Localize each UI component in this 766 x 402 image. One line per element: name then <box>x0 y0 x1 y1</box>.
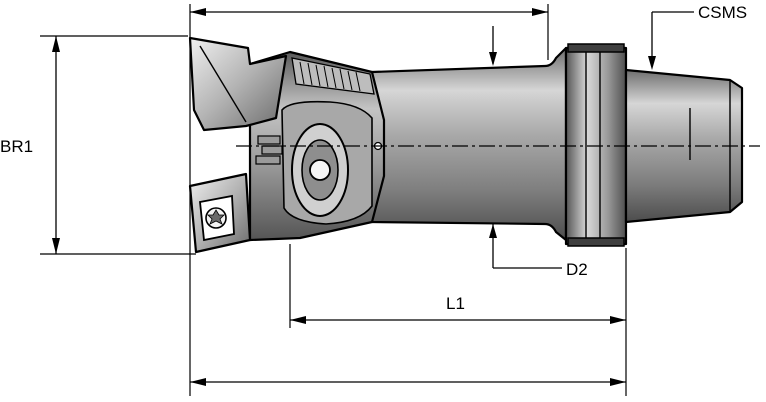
torx-screw-icon <box>205 207 227 229</box>
center-teeth <box>255 135 283 165</box>
dim-l1 <box>290 316 626 324</box>
dim-br1 <box>52 36 60 254</box>
csms-label: CSMS <box>698 3 747 22</box>
dim-top <box>190 8 548 16</box>
dim-d2 <box>489 26 562 269</box>
upper-insert-edge <box>199 45 247 123</box>
d2-label: D2 <box>566 260 588 279</box>
dim-csms <box>648 11 694 70</box>
flange-rim-top <box>567 43 625 53</box>
l1-label: L1 <box>446 294 465 313</box>
shank-body <box>370 46 568 242</box>
br1-label: BR1 <box>0 137 33 156</box>
dim-bottom <box>190 378 626 386</box>
flute-serration <box>291 57 375 95</box>
flute-teeth <box>299 61 361 92</box>
hex-socket-icon <box>309 159 331 181</box>
flange-rim-bottom <box>567 237 625 247</box>
upper-insert <box>188 36 288 132</box>
